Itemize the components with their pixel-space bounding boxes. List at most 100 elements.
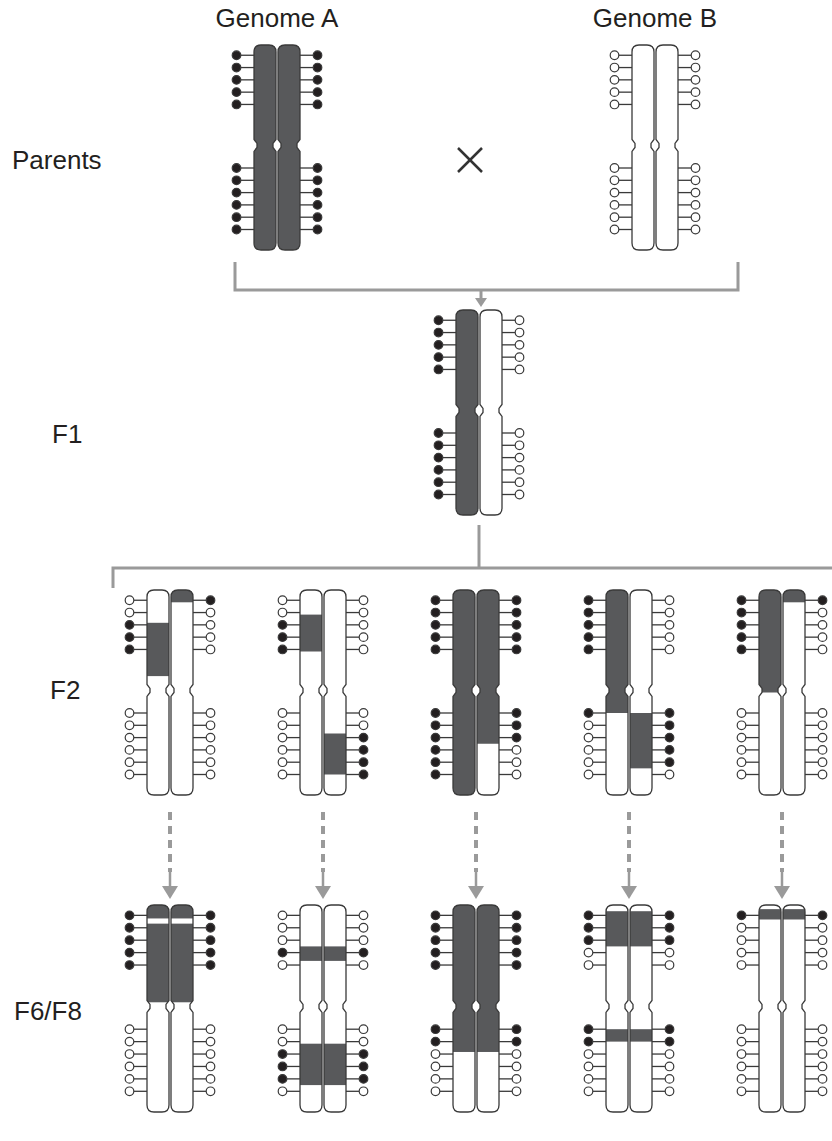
genetic-marker	[278, 721, 287, 730]
genetic-marker	[665, 1050, 674, 1059]
genetic-marker	[359, 948, 368, 957]
genetic-marker	[278, 948, 287, 957]
genetic-marker	[206, 721, 215, 730]
marker-stem	[593, 649, 606, 650]
genetic-marker	[125, 948, 134, 957]
marker-stem	[346, 649, 359, 650]
genetic-marker	[125, 961, 134, 970]
marker-stem	[346, 940, 359, 941]
marker-stem	[287, 774, 300, 775]
genetic-marker	[665, 733, 674, 742]
marker-stem	[134, 649, 147, 650]
genetic-marker	[818, 923, 827, 932]
marker-stem	[678, 167, 691, 168]
chromosome-body	[324, 905, 346, 1112]
genetic-marker	[512, 1075, 521, 1084]
marker-stem	[499, 1029, 512, 1030]
genome-a-segment	[299, 615, 323, 652]
marker-stem	[805, 927, 818, 928]
genetic-marker	[278, 1025, 287, 1034]
genetic-marker	[434, 453, 443, 462]
genetic-marker	[737, 948, 746, 957]
marker-stem	[440, 1029, 453, 1030]
genome-a-segment	[452, 905, 476, 1052]
marker-stem	[443, 356, 456, 357]
marker-stem	[652, 1066, 665, 1067]
chromosome-outline	[147, 590, 169, 795]
genome-a-segment	[146, 924, 170, 1003]
marker-stem	[678, 229, 691, 230]
chromosome-outline	[278, 45, 300, 250]
marker-stem	[593, 612, 606, 613]
genetic-marker	[737, 1062, 746, 1071]
marker-stem	[678, 92, 691, 93]
marker-stem	[805, 649, 818, 650]
genetic-marker	[737, 596, 746, 605]
genetic-marker	[359, 936, 368, 945]
genetic-marker	[691, 201, 700, 210]
genetic-marker	[359, 709, 368, 718]
genetic-marker	[665, 1075, 674, 1084]
genetic-marker	[584, 709, 593, 718]
generation-label: Parents	[12, 146, 102, 175]
genetic-marker	[206, 633, 215, 642]
genetic-marker	[431, 608, 440, 617]
marker-stem	[652, 1053, 665, 1054]
marker-stem	[443, 369, 456, 370]
genetic-marker	[359, 961, 368, 970]
genetic-marker	[818, 746, 827, 755]
genetic-marker	[278, 1075, 287, 1084]
chromosome-outline	[630, 905, 652, 1112]
genetic-marker	[584, 948, 593, 957]
marker-stem	[593, 637, 606, 638]
marker-stem	[499, 940, 512, 941]
genetic-marker	[278, 1050, 287, 1059]
genetic-marker	[512, 1087, 521, 1096]
genetic-marker	[818, 1050, 827, 1059]
genetic-marker	[584, 645, 593, 654]
genetic-marker	[232, 88, 241, 97]
marker-stem	[287, 624, 300, 625]
chromosome-body	[630, 590, 652, 795]
marker-stem	[619, 55, 632, 56]
marker-stem	[193, 1091, 206, 1092]
genetic-marker	[665, 1062, 674, 1071]
marker-stem	[746, 940, 759, 941]
genetic-marker	[818, 936, 827, 945]
genetic-marker	[359, 721, 368, 730]
marker-stem	[593, 1091, 606, 1092]
marker-stem	[300, 79, 313, 80]
marker-stem	[193, 1078, 206, 1079]
marker-stem	[746, 737, 759, 738]
genetic-marker	[584, 758, 593, 767]
marker-stem	[652, 1041, 665, 1042]
genetic-marker	[515, 441, 524, 450]
genetic-marker	[665, 1037, 674, 1046]
chromosome-body	[783, 590, 805, 795]
marker-stem	[193, 927, 206, 928]
genetic-marker	[512, 961, 521, 970]
generation-arrow	[475, 872, 478, 888]
genetic-marker	[818, 1037, 827, 1046]
chromosome-body	[783, 905, 805, 1112]
genetic-marker	[584, 923, 593, 932]
marker-stem	[746, 774, 759, 775]
genetic-marker	[125, 733, 134, 742]
genetic-marker	[818, 961, 827, 970]
genetic-marker	[737, 911, 746, 920]
chromosome-body	[480, 310, 502, 515]
genetic-marker	[232, 100, 241, 109]
genetic-marker	[818, 1025, 827, 1034]
chromosome-outline	[759, 590, 781, 795]
genetic-marker	[125, 709, 134, 718]
chromosome-outline	[783, 905, 805, 1112]
marker-stem	[593, 1078, 606, 1079]
genetic-marker	[206, 923, 215, 932]
marker-stem	[805, 624, 818, 625]
marker-stem	[241, 92, 254, 93]
marker-stem	[241, 204, 254, 205]
genetic-marker	[359, 911, 368, 920]
genetic-marker	[610, 176, 619, 185]
arrow-head	[774, 886, 790, 899]
chromosome-body	[453, 590, 475, 795]
